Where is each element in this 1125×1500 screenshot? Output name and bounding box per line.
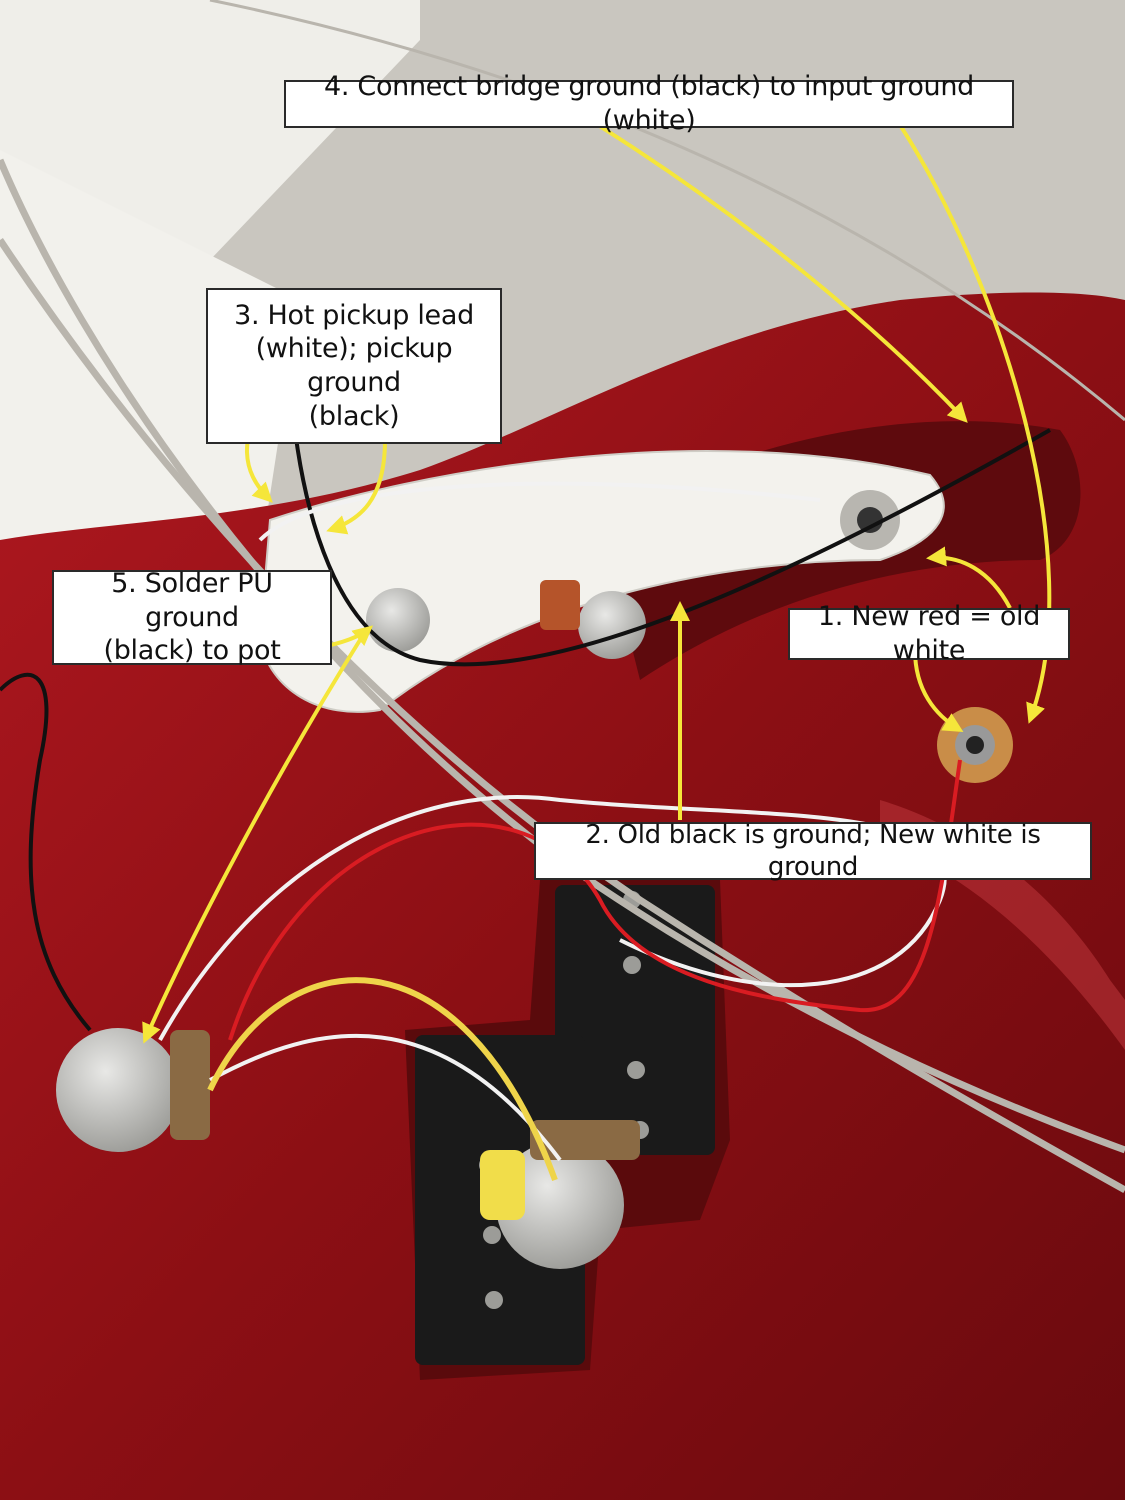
new-pot-right-lugs bbox=[530, 1120, 640, 1160]
callout-step5-line2: (black) to pot bbox=[103, 635, 281, 667]
control-plate bbox=[258, 450, 945, 713]
output-jack-hole bbox=[966, 736, 984, 754]
callout-step4: 4. Connect bridge ground (black) to inpu… bbox=[284, 71, 1014, 136]
callout-step2: 2. Old black is ground; New white is gro… bbox=[534, 820, 1092, 882]
callout-step3: 3. Hot pickup lead (white); pickup groun… bbox=[206, 288, 502, 444]
callout-step5: 5. Solder PU ground (black) to pot bbox=[52, 567, 332, 667]
pickup-upper bbox=[555, 885, 715, 1155]
wires bbox=[0, 379, 1051, 1182]
arrow-step5-b bbox=[142, 638, 362, 1044]
arrow-step3-b bbox=[326, 439, 387, 535]
callout-step3-line3: (black) bbox=[308, 400, 400, 432]
callout-step5-line1: 5. Solder PU ground bbox=[111, 567, 273, 633]
plate-jack-hole bbox=[857, 507, 883, 533]
arrow-step4-a bbox=[588, 118, 968, 423]
new-pot-left bbox=[56, 1028, 180, 1152]
plate-pot-left bbox=[366, 588, 430, 652]
callout-step3-line1: 3. Hot pickup lead bbox=[234, 299, 474, 331]
callout-step3-line2: (white); pickup ground bbox=[255, 333, 453, 398]
arrow-step1-a bbox=[926, 546, 1012, 609]
plate-capacitor bbox=[540, 580, 580, 630]
plate-pot-right bbox=[578, 591, 646, 659]
arrow-step1-b bbox=[913, 649, 964, 733]
yellow-capacitor bbox=[480, 1150, 525, 1220]
new-pot-right bbox=[496, 1141, 624, 1269]
callout-step1: 1. New red = old white bbox=[788, 601, 1070, 666]
white-pickguard-top bbox=[0, 150, 300, 560]
new-pot-left-lugs bbox=[170, 1030, 210, 1140]
